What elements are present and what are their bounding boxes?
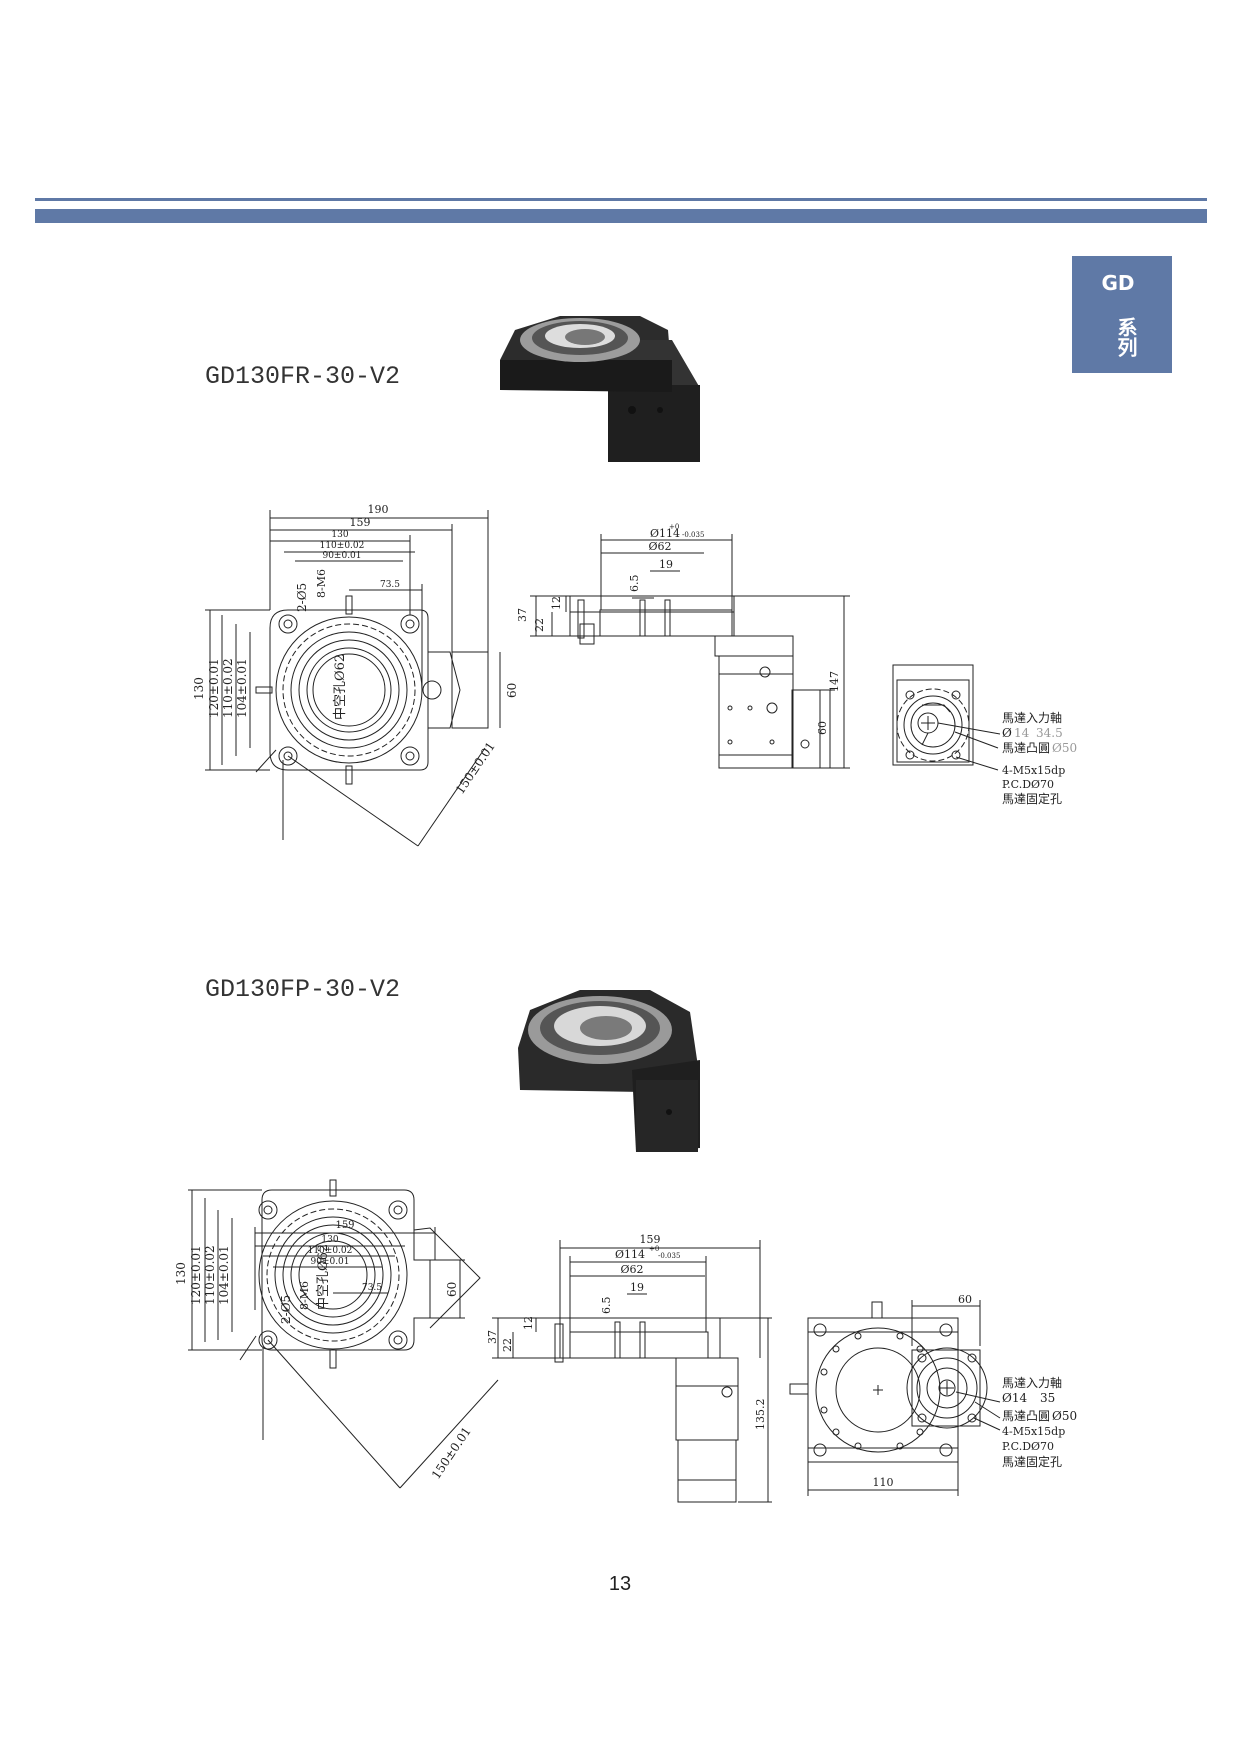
label-pcd: P.C.DØ70	[1002, 778, 1054, 791]
dim-6-5: 6.5	[628, 575, 641, 593]
label-dia-symbol: Ø	[1002, 726, 1012, 740]
dim-12: 12	[550, 596, 563, 610]
section-1-drawings: 190 159 130 110±0.02 90±0.01 73.5 2-Ø5 8…	[192, 316, 1077, 847]
dim-110-motor: 110	[873, 1476, 894, 1489]
dim-37: 37	[486, 1330, 499, 1344]
dim-120-vert: 120±0.01	[207, 658, 221, 718]
dim-6-5: 6.5	[600, 1297, 613, 1315]
dim-90: 90±0.01	[310, 1257, 349, 1267]
dim-60: 60	[505, 683, 519, 698]
dim-150: 150±0.01	[429, 1424, 474, 1481]
dim-73-5: 73.5	[362, 1283, 382, 1293]
dim-37: 37	[516, 608, 529, 622]
page-number: 13	[608, 1573, 632, 1595]
label-motor-boss: 馬達凸圓	[1002, 741, 1050, 755]
dim-73-5: 73.5	[380, 580, 400, 590]
dim-114: Ø114	[615, 1248, 645, 1261]
dim-104-vert: 104±0.01	[217, 1245, 231, 1305]
dim-159: 159	[350, 516, 371, 529]
label-motor-input-shaft: 馬達入力軸	[1002, 1376, 1062, 1390]
dim-110: 110±0.02	[320, 541, 365, 551]
note-hollow-hole: 中空孔Ø62	[333, 654, 348, 720]
dim-110-vert: 110±0.02	[221, 658, 235, 718]
top-view-2-labels: 159 130 110±0.02 90±0.01 73.5 2-Ø5 8-M6 …	[174, 1220, 474, 1482]
note-2-holes: 2-Ø5	[279, 1295, 293, 1324]
label-motor-mount-holes: 馬達固定孔	[1002, 1454, 1062, 1469]
note-8-m6: 8-M6	[298, 1281, 311, 1310]
model-title-2: GD130FP-30-V2	[205, 975, 401, 1004]
dim-62: Ø62	[620, 1263, 643, 1276]
dim-159-side: 159	[640, 1233, 661, 1246]
top-view-2	[188, 1179, 499, 1489]
motor-view-2	[789, 1300, 1001, 1496]
dim-12: 12	[522, 1316, 535, 1330]
side-view-1-labels: Ø114 +0 -0.035 Ø62 19 6.5 37 22 12 147 6…	[516, 523, 841, 735]
dim-130-vert: 130	[192, 677, 206, 700]
series-tab-label: 系列	[1114, 317, 1138, 357]
series-tab: GD 系列	[1072, 256, 1172, 373]
label-shaft-depth: 35	[1040, 1391, 1055, 1405]
header-rule-thick	[35, 209, 1207, 223]
dim-22: 22	[501, 1338, 514, 1352]
dim-147: 147	[828, 671, 841, 692]
side-view-2-labels: 159 Ø114 +0 -0.035 Ø62 19 6.5 37 22 12 1…	[486, 1233, 767, 1430]
dim-60-motor: 60	[958, 1293, 972, 1306]
dim-114: Ø114	[650, 527, 680, 540]
dim-62: Ø62	[648, 540, 671, 553]
dim-159: 159	[335, 1220, 354, 1231]
label-motor-mount-holes: 馬達固定孔	[1002, 791, 1062, 806]
dim-110: 110±0.02	[308, 1246, 353, 1256]
dim-19: 19	[630, 1281, 644, 1294]
label-shaft-dia: Ø14	[1002, 1391, 1027, 1405]
series-tab-letters: GD	[1101, 271, 1135, 295]
label-mount-screws: 4-M5x15dp	[1002, 764, 1065, 777]
section-2-drawings: 159 130 110±0.02 90±0.01 73.5 2-Ø5 8-M6 …	[174, 990, 1078, 1503]
label-shaft-depth: 34.5	[1036, 726, 1063, 740]
dim-130-vert: 130	[174, 1262, 188, 1285]
label-boss-dia: Ø50	[1052, 741, 1077, 755]
dim-110-vert: 110±0.02	[203, 1245, 217, 1305]
dim-114-upper-tol: +0	[649, 1245, 659, 1253]
dim-60: 60	[445, 1282, 459, 1297]
product-photo-2	[518, 990, 700, 1152]
side-view-2	[492, 1240, 772, 1503]
note-2-holes: 2-Ø5	[295, 583, 309, 612]
dim-120-vert: 120±0.01	[189, 1245, 203, 1305]
dim-114-lower-tol: -0.035	[682, 531, 704, 539]
dim-130: 130	[321, 1235, 338, 1245]
label-mount-screws: 4-M5x15dp	[1002, 1425, 1065, 1438]
dim-135-2: 135.2	[754, 1399, 767, 1431]
motor-view-1	[892, 664, 1001, 771]
dim-22: 22	[533, 618, 546, 632]
dim-90: 90±0.01	[322, 551, 361, 561]
dim-60-side: 60	[816, 721, 829, 735]
note-hollow-hole: 中空孔Ø62	[316, 1244, 331, 1310]
motor-view-2-labels: 60 馬達入力軸 Ø14 35 馬達凸圓 Ø50 4-M5x15dp P.C.D…	[873, 1293, 1078, 1489]
dim-114-lower-tol: -0.035	[658, 1252, 680, 1260]
note-8-m6: 8-M6	[315, 569, 328, 598]
side-view-1	[530, 534, 850, 769]
label-motor-boss: 馬達凸圓	[1002, 1409, 1050, 1423]
model-title-1: GD130FR-30-V2	[205, 362, 401, 391]
dim-104-vert: 104±0.01	[235, 658, 249, 718]
dim-130: 130	[331, 530, 348, 540]
product-photo-1	[500, 316, 700, 462]
dim-190: 190	[368, 503, 389, 516]
dim-114-upper-tol: +0	[669, 523, 679, 531]
header-rule-thin	[35, 198, 1207, 201]
label-pcd: P.C.DØ70	[1002, 1440, 1054, 1453]
label-motor-input-shaft: 馬達入力軸	[1002, 711, 1062, 725]
label-boss-dia: Ø50	[1052, 1409, 1077, 1423]
top-view-1	[205, 510, 501, 847]
motor-view-1-labels: 馬達入力軸 Ø 14 34.5 馬達凸圓 Ø50 4-M5x15dp P.C.D…	[1002, 711, 1077, 806]
dim-19: 19	[659, 558, 673, 571]
label-shaft-dia: 14	[1014, 726, 1030, 740]
